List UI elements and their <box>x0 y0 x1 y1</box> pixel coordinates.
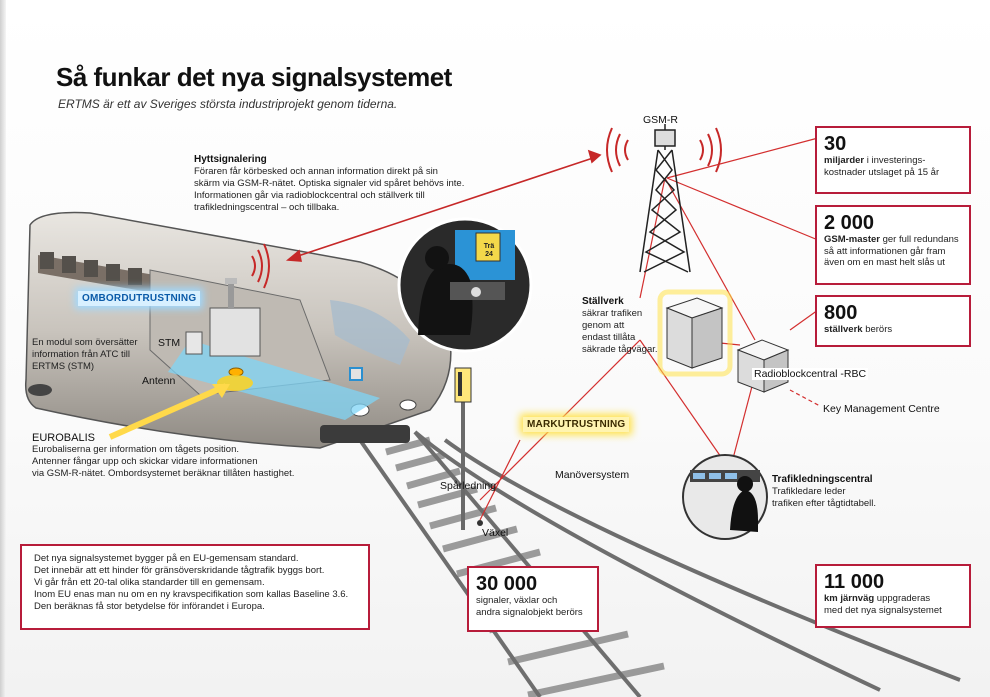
eurobalis-arrow <box>108 383 228 440</box>
train-nose-window <box>330 300 410 365</box>
eurobalis-line: via GSM-R-nätet. Ombordsystemet beräknar… <box>32 468 295 479</box>
stm-desc-line: En modul som översätter <box>32 337 138 348</box>
note-line: Det innebär att ett hinder för gränsöver… <box>34 565 325 576</box>
stm-label: STM <box>158 337 181 349</box>
vaxel-label: Växel <box>482 527 509 539</box>
hyttsignalering-line: Informationen går via radioblockcentral … <box>194 190 425 201</box>
note-line: Vi går från ett 20-tal olika standarder … <box>34 577 265 588</box>
track-rails <box>358 430 961 697</box>
sparledning-label: Spårledning <box>440 480 497 492</box>
hyttsignalering-line: skärm via GSM-R-nätet. Optiska signaler … <box>194 178 465 189</box>
fact-text: i investerings- <box>864 155 926 166</box>
stallverk-line: säkrar trafiken <box>582 308 643 319</box>
page-subtitle: ERTMS är ett av Sveriges största industr… <box>58 97 398 111</box>
hyttsignalering-line: Föraren får körbesked och annan informat… <box>194 166 438 177</box>
eurobalis-heading: EUROBALIS <box>32 432 95 444</box>
fact-text: så att informationen går fram <box>824 245 946 257</box>
traffic-control-circle <box>682 454 768 540</box>
train-windows <box>40 252 142 285</box>
fact-text: uppgraderas <box>874 593 931 604</box>
fact-bold: ställverk <box>824 324 863 335</box>
stallverk-line: säkrade tågvägar. <box>582 344 658 355</box>
fact-description: ställverk berörs <box>824 324 962 336</box>
fact-text: berörs <box>862 324 893 335</box>
stm-desc-line: information från ATC till <box>32 349 131 360</box>
stallverk-line: endast tillåta <box>582 332 636 343</box>
fact-text: med det nya signalsystemet <box>824 604 942 616</box>
ombordutrustning-label: OMBORDUTRUSTNING <box>78 291 201 306</box>
kmc-label: Key Management Centre <box>823 403 940 415</box>
hyttsignalering-block: Hyttsignalering Föraren får körbesked oc… <box>194 154 514 214</box>
cab-sign-text: Trä 24 <box>478 243 500 259</box>
eurobalis-line: Antenner fångar upp och skickar vidare i… <box>32 456 258 467</box>
standard-note-box: Det nya signalsystemet bygger på en EU-g… <box>20 544 370 630</box>
stallverk-line: genom att <box>582 320 625 331</box>
gsm-r-mast <box>639 124 691 273</box>
fact-description: miljarder i investerings-kostnader utsla… <box>824 155 962 178</box>
cab-sign-line: Trä <box>483 243 495 250</box>
note-line: Det nya signalsystemet bygger på en EU-g… <box>34 553 299 564</box>
kmc-dashed-line <box>789 389 821 407</box>
page-title: Så funkar det nya signalsystemet <box>56 62 452 92</box>
fact-text: även om en mast helt slås ut <box>824 257 945 268</box>
note-line: Inom EU enas man nu om en ny kravspecifi… <box>34 589 349 600</box>
fact-box: 30 miljarder i investerings-kostnader ut… <box>815 126 971 194</box>
fact-number: 30 <box>824 133 847 155</box>
fact-number: 2 000 <box>824 212 875 234</box>
page-edge <box>0 0 6 697</box>
fact-box: 800 ställverk berörs <box>815 295 971 347</box>
fact-text: signaler, växlar och <box>476 595 558 606</box>
signal-post <box>454 367 472 530</box>
fact-bold: km järnväg <box>824 593 875 604</box>
manoversystem-label: Manöversystem <box>555 469 630 481</box>
vaxel-point <box>477 520 483 526</box>
fact-bold: miljarder <box>824 155 865 166</box>
fact-bold: GSM-master <box>824 234 880 245</box>
markutrustning-label: MARKUTRUSTNING <box>523 417 630 432</box>
trafikledning-line: trafiken efter tågtidtabell. <box>772 498 877 509</box>
cab-sign-line: 24 <box>485 251 493 258</box>
fact-text: andra signalobjekt berörs <box>476 606 583 618</box>
antenn-label: Antenn <box>142 375 176 387</box>
hyttsignalering-arrow <box>285 149 602 262</box>
fact-number: 800 <box>824 302 858 324</box>
fact-number: 11 000 <box>824 571 885 593</box>
fact-text: kostnader utslaget på 15 år <box>824 166 940 178</box>
train-radio-waves <box>251 243 270 289</box>
hyttsignalering-line: trafikledningscentral – och tillbaka. <box>194 202 340 213</box>
fact-text: ger full redundans <box>879 234 959 245</box>
stallverk-box <box>657 289 733 377</box>
trafikledning-line: Trafikledare leder <box>772 486 846 497</box>
fact-number: 30 000 <box>476 573 538 595</box>
rbc-label: Radioblockcentral -RBC <box>752 368 869 380</box>
onboard-equipment <box>168 278 380 420</box>
eurobalis-line: Eurobaliserna ger information om tågets … <box>32 444 240 455</box>
eurobalis-block: EUROBALIS Eurobaliserna ger information … <box>32 432 332 480</box>
note-line: Den beräknas få stor betydelse för inför… <box>34 601 265 612</box>
trafikledning-block: Trafikledningscentral Trafikledare leder… <box>772 474 922 510</box>
trafikledning-heading: Trafikledningscentral <box>772 474 873 485</box>
stm-description: En modul som översätter information från… <box>32 337 172 373</box>
stallverk-heading: Ställverk <box>582 296 624 307</box>
gsm-r-label: GSM-R <box>643 114 678 126</box>
rbc-box <box>736 339 790 393</box>
hyttsignalering-heading: Hyttsignalering <box>194 154 267 165</box>
stallverk-block: Ställverk säkrar trafiken genom att enda… <box>582 296 672 356</box>
cab-view <box>397 217 533 353</box>
mast-radio-waves <box>606 127 722 173</box>
stm-desc-line: ERTMS (STM) <box>32 361 95 372</box>
